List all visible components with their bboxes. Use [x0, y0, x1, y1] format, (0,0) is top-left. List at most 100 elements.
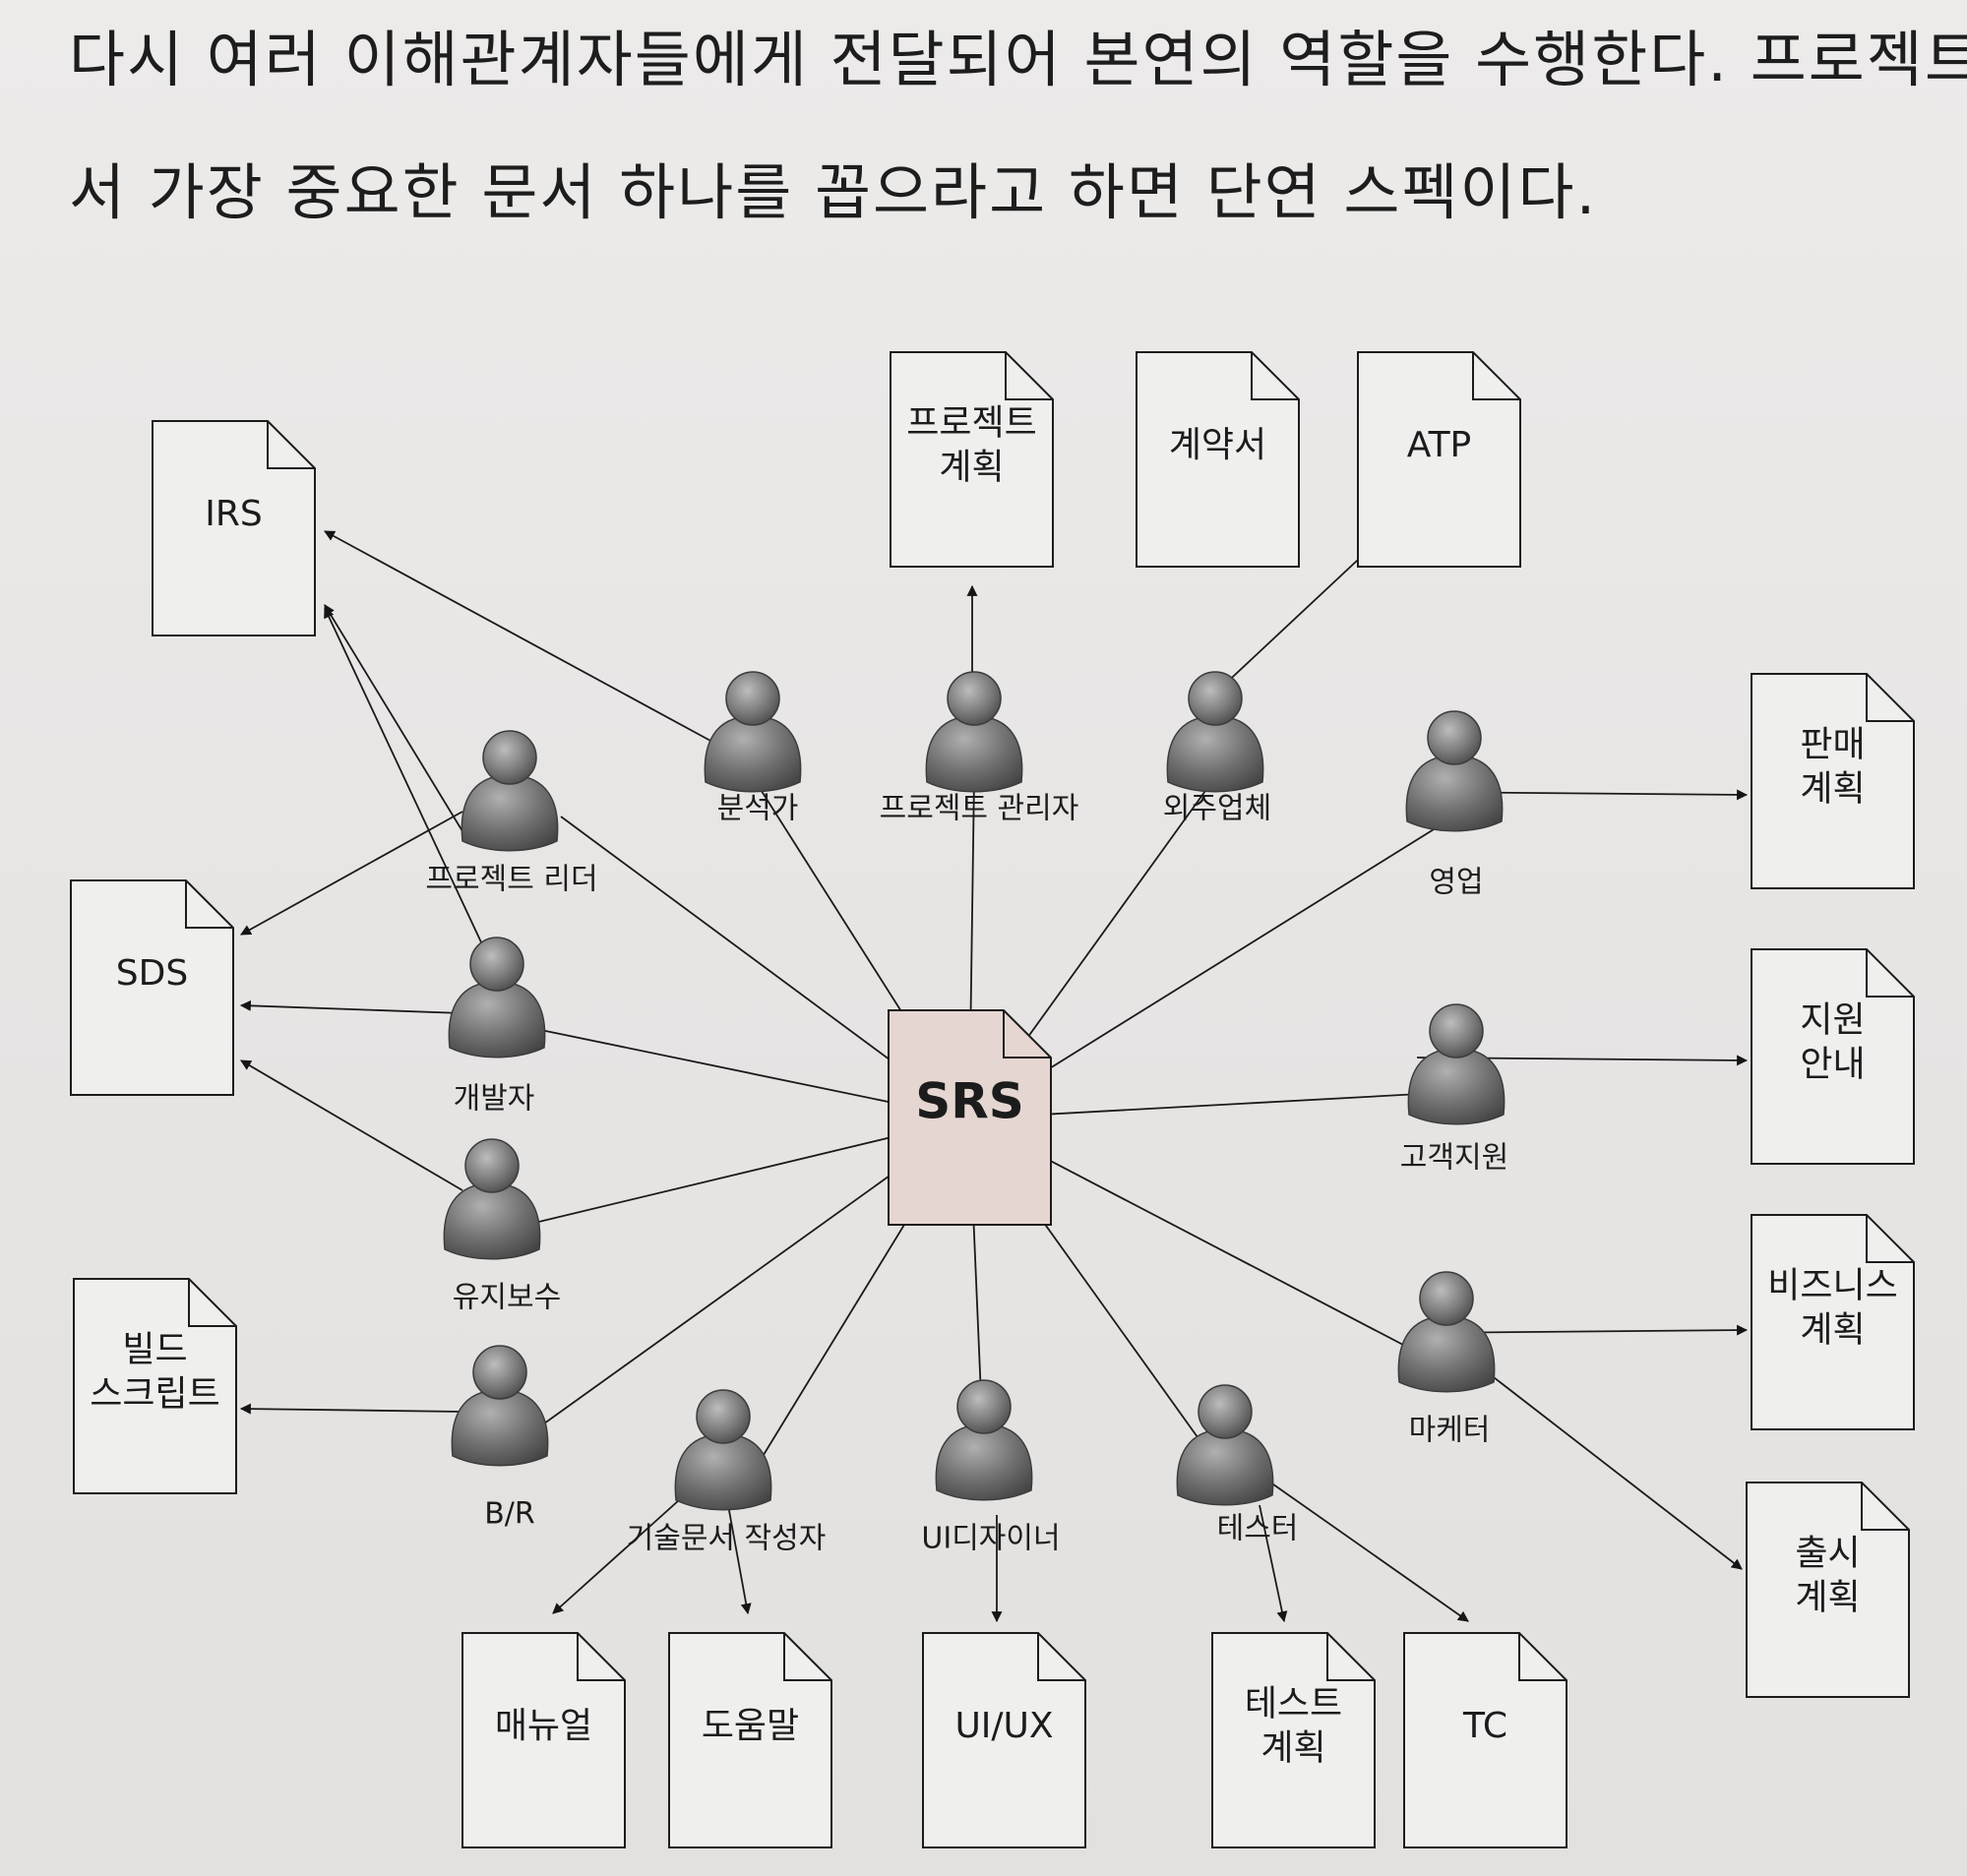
- doc-irs: IRS: [152, 420, 316, 636]
- arrow-connector: [552, 1499, 680, 1614]
- document-label: IRS: [205, 494, 262, 534]
- stakeholder-label: 기술문서 작성자: [627, 1522, 827, 1556]
- person-icon: [1166, 715, 1264, 793]
- document-label: 계획: [1800, 1309, 1865, 1350]
- document-icon: [1403, 1632, 1567, 1848]
- document-icon: [890, 351, 1054, 568]
- arrow-connector: [1219, 545, 1374, 690]
- stakeholder-pm: 프로젝트 관리자: [880, 671, 1079, 826]
- person-icon: [935, 1423, 1033, 1501]
- person-icon: [704, 715, 802, 793]
- document-icon: [1746, 1482, 1910, 1698]
- document-label: 계약서: [1169, 425, 1266, 465]
- arrow-connector: [324, 530, 724, 749]
- stakeholder-label: 외주업체: [1163, 792, 1271, 826]
- doc-sds: SDS: [70, 879, 234, 1096]
- document-icon: [1751, 1214, 1915, 1430]
- document-icon: [70, 879, 234, 1096]
- body-text-line-1: 다시 여러 이해관계자들에게 전달되어 본연의 역할을 수행한다. 프로젝트에: [69, 24, 1967, 95]
- stakeholder-analyst: 분석가: [704, 671, 802, 826]
- document-icon: [1211, 1632, 1376, 1848]
- stakeholder-ui-designer: UI디자이너: [921, 1379, 1061, 1556]
- document-label: SDS: [116, 953, 188, 994]
- document-label: 매뉴얼: [495, 1706, 592, 1746]
- document-icon: [1357, 351, 1521, 568]
- arrow-connector: [324, 607, 483, 945]
- doc-help: 도움말: [668, 1632, 832, 1848]
- document-label: 계획: [1260, 1727, 1325, 1768]
- stakeholder-label: 프로젝트 리더: [425, 863, 597, 897]
- document-label: UI/UX: [954, 1706, 1053, 1746]
- document-label: 스크립트: [90, 1373, 219, 1414]
- document-label: TC: [1462, 1706, 1507, 1746]
- document-icon: [888, 1009, 1052, 1226]
- doc-tc: TC: [1403, 1632, 1567, 1848]
- document-label: 프로젝트: [906, 402, 1036, 443]
- stakeholder-label: 유지보수: [453, 1281, 561, 1315]
- stakeholder-outsourcer: 외주업체: [1163, 671, 1271, 826]
- document-label: 지원: [1800, 999, 1865, 1040]
- document-label: 판매: [1800, 724, 1865, 764]
- document-icon: [73, 1278, 237, 1494]
- document-label: SRS: [915, 1072, 1024, 1129]
- document-label: 안내: [1800, 1044, 1865, 1084]
- arrow-connector: [324, 604, 463, 832]
- doc-srs-center: SRS: [888, 1009, 1052, 1226]
- stakeholder-tester: 테스터: [1176, 1384, 1298, 1546]
- stakeholder-br: B/R: [451, 1345, 549, 1532]
- doc-atp: ATP: [1357, 351, 1521, 568]
- doc-manual: 매뉴얼: [461, 1632, 626, 1848]
- stakeholder-developer: 개발자: [448, 937, 546, 1117]
- person-icon: [443, 1182, 541, 1260]
- arrow-connector: [1239, 1460, 1469, 1622]
- document-label: 계획: [1800, 768, 1865, 809]
- person-icon: [1407, 1048, 1506, 1125]
- person-icon: [1176, 1428, 1274, 1506]
- document-label: 빌드: [122, 1329, 187, 1369]
- document-label: 계획: [1795, 1577, 1860, 1617]
- doc-uiux: UI/UX: [922, 1632, 1086, 1848]
- stakeholder-tech-writer: 기술문서 작성자: [627, 1389, 827, 1556]
- stakeholder-label: 고객지원: [1400, 1141, 1508, 1176]
- stakeholder-marketer: 마케터: [1397, 1271, 1496, 1448]
- document-icon: [461, 1632, 626, 1848]
- stakeholder-label: 영업: [1429, 866, 1483, 900]
- stakeholder-label: 개발자: [454, 1082, 535, 1117]
- person-icon: [451, 1389, 549, 1467]
- document-icon: [1136, 351, 1300, 568]
- person-icon: [925, 715, 1023, 793]
- arrow-connector: [239, 999, 463, 1014]
- arrow-connector: [240, 1059, 463, 1191]
- document-label: 비즈니스: [1767, 1265, 1897, 1305]
- doc-contract: 계약서: [1136, 351, 1300, 568]
- arrow-connector: [1259, 1504, 1288, 1623]
- stakeholder-project-lead: 프로젝트 리더: [425, 730, 598, 897]
- document-icon: [152, 420, 316, 636]
- person-icon: [1405, 755, 1504, 832]
- document-label: 계획: [939, 447, 1004, 487]
- arrow-connector: [1480, 1366, 1743, 1570]
- document-label: 도움말: [702, 1706, 799, 1746]
- document-icon: [922, 1632, 1086, 1848]
- person-icon: [674, 1433, 772, 1511]
- stakeholder-label: 프로젝트 관리자: [880, 792, 1079, 826]
- stakeholder-maintenance: 유지보수: [443, 1138, 561, 1315]
- document-icon: [668, 1632, 832, 1848]
- stakeholder-sales: 영업: [1405, 710, 1504, 900]
- stakeholder-label: 마케터: [1409, 1414, 1491, 1448]
- document-label: 테스트: [1245, 1683, 1342, 1724]
- person-icon: [461, 774, 559, 852]
- stakeholder-label: B/R: [484, 1497, 535, 1532]
- arrow-connector: [239, 1403, 463, 1415]
- arrow-connector: [240, 811, 463, 936]
- arrow-connector: [727, 1504, 752, 1615]
